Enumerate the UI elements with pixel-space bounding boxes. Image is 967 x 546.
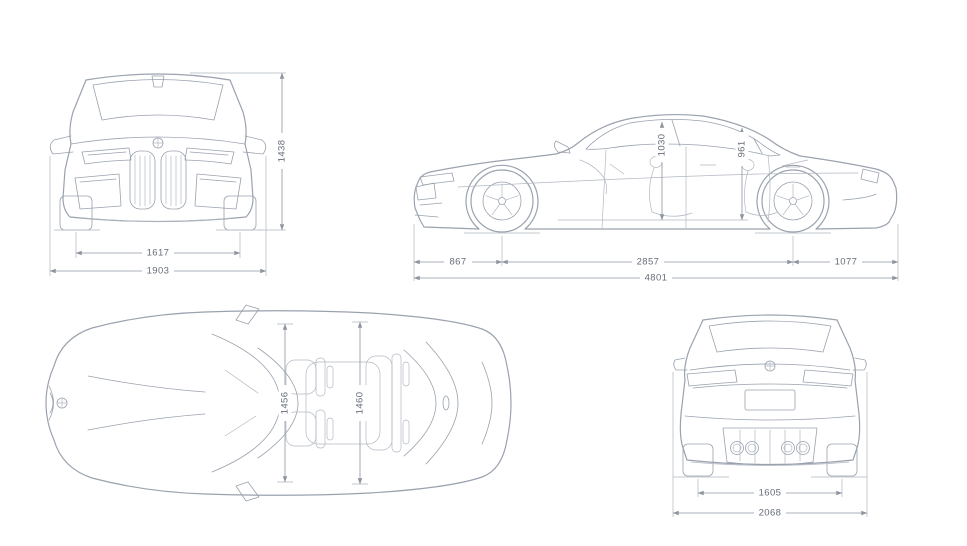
front-view: 1438 1617 1903 — [49, 72, 289, 277]
right-kidney-grille — [160, 150, 187, 210]
bumper-line — [684, 415, 856, 421]
front-right-tire — [223, 195, 257, 231]
interior — [579, 156, 809, 217]
taillight — [842, 168, 880, 201]
antenna-fin — [442, 395, 450, 411]
rearview-mirror — [151, 75, 165, 88]
length-label: 4801 — [645, 273, 668, 284]
bumper-bottom — [690, 461, 850, 466]
wipers — [224, 369, 259, 437]
rear-width-label: 2068 — [759, 508, 782, 519]
side-view-car-art — [413, 113, 898, 234]
front-fascia — [414, 182, 443, 218]
rear-left-tire — [682, 443, 714, 477]
lower-profile — [419, 164, 890, 230]
lower-lip — [83, 217, 233, 222]
windshield — [92, 79, 224, 121]
right-mirror — [242, 135, 267, 155]
body-outline — [62, 79, 254, 223]
side-windows — [585, 119, 781, 157]
hood-lines — [48, 375, 206, 431]
left-mirror — [235, 304, 260, 325]
roof-line — [702, 314, 838, 321]
front-left-tire — [59, 195, 93, 231]
bmw-roundel-icon — [764, 360, 776, 372]
rear-view: 1605 2068 — [672, 314, 868, 519]
front-view-car-art — [49, 73, 267, 231]
left-kidney-grille — [129, 150, 156, 210]
wheelbase-label: 2857 — [637, 257, 660, 268]
side-view-dimensions: 1030 961 867 2857 1077 4801 — [413, 121, 899, 284]
interior-width-front-label: 1456 — [280, 392, 291, 415]
rear-window-top — [403, 349, 437, 457]
door-lines — [601, 146, 771, 230]
front-width-label: 1903 — [147, 266, 170, 277]
diffuser-fins — [739, 429, 801, 465]
body-outline — [679, 319, 861, 466]
rear-window — [708, 320, 832, 353]
side-mirror — [554, 140, 571, 154]
left-taillight — [686, 369, 738, 387]
rear-view-car-art — [673, 314, 867, 478]
left-mirror — [49, 135, 74, 155]
door-handles — [699, 164, 801, 168]
roof-line — [85, 73, 231, 81]
right-headlight — [184, 147, 235, 165]
decklid-line — [481, 361, 493, 445]
upper-profile — [413, 113, 898, 223]
body-outline — [45, 310, 512, 496]
interior-front-label: 1030 — [657, 134, 668, 157]
right-mirror — [235, 481, 260, 502]
diffuser — [722, 427, 818, 466]
front-overhang-label: 867 — [449, 257, 466, 268]
exhaust-tips — [730, 441, 810, 455]
left-mirror — [673, 357, 688, 371]
interior-rear-label: 961 — [737, 140, 748, 157]
headlight — [419, 172, 455, 186]
rear-wheel — [761, 169, 825, 233]
sunroof — [305, 361, 381, 445]
rear-view-dimensions: 1605 2068 — [672, 372, 868, 519]
left-intake — [74, 173, 122, 210]
top-view-car-art — [45, 304, 512, 502]
windshield-base — [211, 333, 281, 473]
top-view-dimensions: 1456 1460 — [277, 321, 368, 485]
rear-window-base — [425, 341, 459, 465]
character-line — [457, 172, 859, 221]
front-view-dimensions: 1438 1617 1903 — [49, 72, 289, 277]
grille-bars — [134, 154, 182, 207]
right-intake — [194, 173, 242, 210]
left-headlight — [81, 147, 132, 165]
bmw-roundel-icon — [56, 397, 68, 409]
front-wheel — [470, 169, 534, 233]
seats — [285, 353, 410, 453]
interior-width-rear-label: 1460 — [355, 392, 366, 415]
pillars — [671, 119, 763, 154]
rear-track-label: 1605 — [759, 488, 782, 499]
rear-right-tire — [826, 443, 858, 477]
front-track-label: 1617 — [147, 248, 170, 259]
bmw-roundel-icon — [152, 137, 164, 149]
license-plate — [744, 389, 796, 411]
windshield-top — [257, 347, 299, 459]
side-view: 1030 961 867 2857 1077 4801 — [413, 113, 899, 284]
rear-overhang-label: 1077 — [835, 257, 858, 268]
top-view: 1456 1460 — [45, 304, 512, 502]
right-mirror — [852, 357, 867, 371]
hood-line — [70, 136, 246, 145]
front-height-label: 1438 — [277, 140, 288, 163]
right-taillight — [802, 369, 854, 387]
